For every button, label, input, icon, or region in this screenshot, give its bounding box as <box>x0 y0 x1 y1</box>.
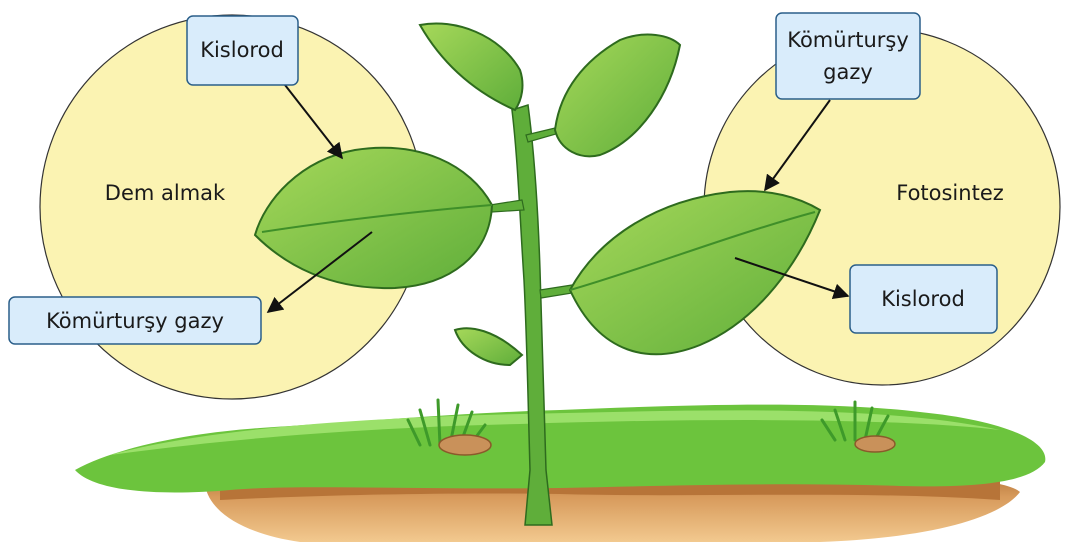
leaf-top-right <box>555 35 680 157</box>
label-right-top: Kömürturşy gazy <box>776 13 920 99</box>
label-left-top: Kislorod <box>187 16 298 85</box>
label-right-top-text-line1: Kömürturşy <box>787 28 909 52</box>
label-right-bottom-text: Kislorod <box>881 287 965 311</box>
respiration-title: Dem almak <box>105 181 226 205</box>
stem-branch-right <box>540 285 572 298</box>
label-right-bottom: Kislorod <box>850 265 997 333</box>
stone-left <box>439 435 491 455</box>
label-left-bottom: Kömürturşy gazy <box>9 297 261 344</box>
leaf-small <box>455 328 522 365</box>
leaf-top-left <box>420 23 522 110</box>
label-right-top-text-line2: gazy <box>823 60 873 84</box>
stem-branch-left <box>490 200 524 212</box>
label-left-top-text: Kislorod <box>200 38 284 62</box>
stone-right <box>855 436 895 452</box>
photosynthesis-title: Fotosintez <box>896 181 1004 205</box>
label-left-bottom-text: Kömürturşy gazy <box>46 309 224 333</box>
